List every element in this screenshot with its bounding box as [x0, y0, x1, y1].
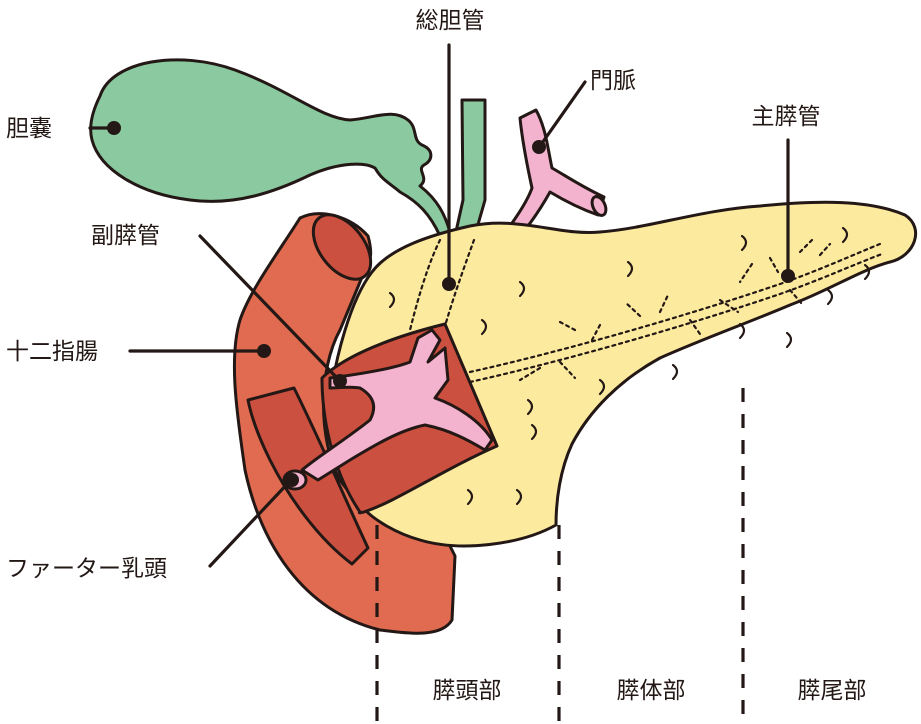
gallbladder-shape	[91, 60, 450, 236]
label-region-tail: 膵尾部	[798, 678, 867, 704]
common-bile-duct-shape	[455, 100, 485, 236]
label-region-body: 膵体部	[617, 678, 686, 704]
gallbladder-marker	[107, 121, 121, 135]
label-accessory-pancreatic-duct: 副膵管	[91, 223, 160, 249]
label-duodenum: 十二指腸	[6, 339, 98, 365]
common-bile-duct-marker	[442, 277, 456, 291]
duodenum-marker	[257, 344, 271, 358]
label-main-pancreatic-duct: 主膵管	[752, 104, 821, 130]
label-common-bile-duct: 総胆管	[416, 8, 485, 34]
papilla-marker	[285, 473, 299, 487]
portal-vein-marker	[532, 140, 546, 154]
label-papilla-of-vater: ファーター乳頭	[6, 556, 167, 582]
accessory-duct-marker	[333, 374, 347, 388]
label-gallbladder: 胆嚢	[6, 116, 52, 142]
main-pancreatic-duct-marker	[781, 269, 795, 283]
label-region-head: 膵頭部	[433, 678, 502, 704]
label-portal-vein: 門脈	[590, 68, 636, 94]
